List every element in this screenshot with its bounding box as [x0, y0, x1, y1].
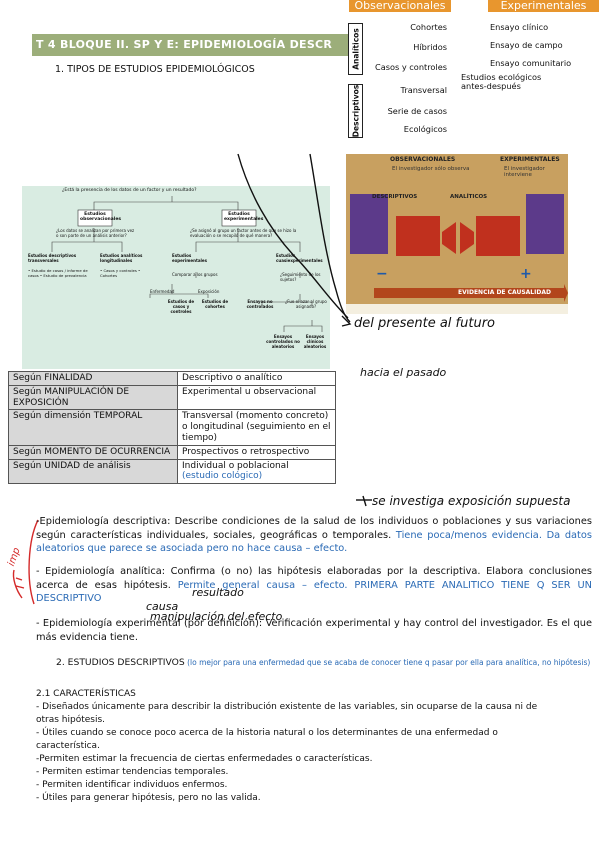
handwritten-manipulacion: manipulación del efecto — [150, 610, 283, 623]
flow-b2: Estudios analíticos longitudinales — [100, 253, 143, 263]
table-key: Según MANIPULACIÓN DE EXPOSICIÓN — [8, 384, 178, 411]
para-descriptiva: -Epidemiología descriptiva: Describe con… — [36, 515, 592, 556]
para-experimental: - Epidemiología experimental (por defini… — [36, 618, 592, 643]
caracteristicas-heading: 2.1 CARACTERÍSTICAS — [36, 689, 136, 699]
flow-q-left: ¿Los datos se analizan por primera vez o… — [56, 228, 135, 238]
photo-desc: DESCRIPTIVOS — [372, 194, 418, 200]
heading-tipos: 1. TIPOS DE ESTUDIOS EPIDEMIOLÓGICOS — [55, 64, 255, 75]
para-analitica: - Epidemiología analítica: Confirma (o n… — [36, 565, 592, 606]
photo-exp-sub: El investigador interviene — [504, 166, 545, 178]
slide-photo: OBSERVACIONALES EXPERIMENTALES El invest… — [346, 154, 568, 314]
bullet-item: - Permiten identificar individuos enferm… — [36, 780, 228, 791]
flow-g2: Ensayos clínicos aleatorios — [303, 334, 327, 349]
photo-obs: OBSERVACIONALES — [390, 156, 456, 163]
handwritten-causa: causa — [146, 600, 179, 613]
bullet-item: - Útiles para generar hipótesis, pero no… — [36, 793, 261, 804]
flow-f1: Estudios de casos y controles — [167, 299, 195, 314]
heading-descriptivos: 2. ESTUDIOS DESCRIPTIVOS (lo mejor para … — [56, 657, 592, 669]
flow-e2: Exposición — [198, 289, 220, 294]
para-analitica-text: - Epidemiología analítica: Confirma (o n… — [36, 566, 592, 591]
table-value: Transversal (momento concreto) o longitu… — [177, 409, 336, 446]
section-caracteristicas: 2.1 CARACTERÍSTICAS - Diseñados únicamen… — [36, 688, 556, 805]
table-value-text: Individual o poblacional — [182, 460, 289, 471]
flow-f2: Estudios de cohortes — [201, 299, 229, 309]
heading-descriptivos-text: 2. ESTUDIOS DESCRIPTIVOS — [56, 657, 185, 668]
flow-q-right: ¿Se asignó al grupo un factor antes de q… — [190, 228, 297, 238]
exp-item: Ensayo de campo — [490, 40, 563, 50]
experimentales-header: Experimentales — [488, 0, 599, 12]
bullet-item: - Diseñados únicamente para describir la… — [36, 702, 538, 726]
flow-l1: • Estudio de casos / informe de casos • … — [28, 268, 88, 278]
obs-item: Transversal — [400, 85, 447, 95]
flow-m2: ¿Seguimiento de los sujetos? — [280, 272, 321, 282]
exp-item: Ensayo comunitario — [490, 58, 572, 68]
descriptivos-label-box: Descriptivos — [348, 84, 363, 138]
table-value: Experimental u observacional — [177, 384, 336, 411]
obs-item: Cohortes — [410, 22, 447, 32]
flow-l2: • Casos y controles • Cohortes — [100, 268, 141, 278]
exp-item: Estudios ecológicos — [461, 72, 542, 82]
table-key: Según FINALIDAD — [8, 371, 178, 386]
handwritten-note-future: del presente al futuro — [354, 316, 495, 331]
table-value: Individual o poblacional(estudio cológic… — [177, 458, 336, 485]
handwritten-note-exposure: se investiga exposición supuesta — [372, 494, 571, 508]
photo-plus: + — [520, 266, 532, 282]
flow-m1: Comparar a los grupos — [172, 272, 218, 277]
bullet-item: - Útiles cuando se conoce poco acerca de… — [36, 728, 498, 752]
bullet-item: - Permiten estimar tendencias temporales… — [36, 767, 229, 778]
flowchart-lines — [51, 196, 323, 332]
photo-anal: ANALÍTICOS — [450, 194, 488, 200]
flow-f3: Ensayos no controlados — [246, 299, 274, 309]
table-row: Según UNIDAD de análisis Individual o po… — [8, 458, 336, 485]
table-key: Según MOMENTO DE OCURRENCIA — [8, 444, 178, 460]
flow-f4: ¿Fue el azar al grupo asignado? — [285, 299, 327, 309]
exp-item: Ensayo clínico — [490, 22, 549, 32]
obs-item: Casos y controles — [374, 62, 447, 72]
para-analitica-note: Permite general causa – efecto. PRIMERA … — [36, 579, 592, 605]
obs-item: Serie de casos — [387, 106, 447, 116]
table-key: Según dimensión TEMPORAL — [8, 409, 178, 446]
flow-left-box: Estudios observacionales — [80, 212, 122, 222]
photo-obs-sub: El investigador sólo observa — [392, 166, 470, 172]
photo-exp: EXPERIMENTALES — [500, 156, 560, 163]
flow-g1: Ensayos controlados no aleatorios — [266, 334, 300, 349]
obs-item: Híbridos — [413, 42, 447, 52]
photo-evidence: EVIDENCIA DE CAUSALIDAD — [458, 289, 551, 296]
para-descriptiva-text: -Epidemiología descriptiva: Describe con… — [36, 516, 592, 541]
handwritten-resultado: resultado — [192, 586, 244, 599]
table-row: Según dimensión TEMPORAL Transversal (mo… — [8, 409, 336, 446]
table-row: Según MANIPULACIÓN DE EXPOSICIÓN Experim… — [8, 384, 336, 411]
flow-top: ¿Está la presencia de los datos de un fa… — [62, 188, 197, 193]
obs-item: Ecológicos — [403, 124, 447, 134]
flow-b3: Estudios experimentales — [172, 253, 208, 263]
flow-e1: Enfermedad — [150, 289, 175, 294]
flow-b1: Estudios descriptivos transversales — [28, 253, 77, 263]
handwritten-note-past: hacia el pasado — [360, 366, 447, 379]
section-title: T 4 BLOQUE II. SP Y E: EPIDEMIOLOGÍA DES… — [32, 34, 352, 56]
table-row: Según FINALIDAD Descriptivo o analítico — [8, 371, 336, 386]
table-value: Descriptivo o analítico — [177, 371, 336, 386]
photo-minus: − — [376, 266, 388, 282]
flow-right-box: Estudios experimentales — [224, 212, 264, 222]
table-value: Prospectivos o retrospectivo — [177, 444, 336, 460]
observacionales-header: Observacionales — [349, 0, 451, 12]
bullet-item: -Permiten estimar la frecuencia de ciert… — [36, 754, 373, 765]
slide-graphic — [346, 154, 568, 314]
study-types-table: Según FINALIDAD Descriptivo o analítico … — [8, 371, 336, 485]
heading-descriptivos-note: (lo mejor para una enfermedad que se aca… — [184, 658, 591, 667]
analiticos-label-box: Analíticos — [348, 23, 363, 75]
para-descriptiva-note: Tiene poca/menos evidencia. Da datos ale… — [36, 529, 593, 555]
table-key: Según UNIDAD de análisis — [8, 458, 178, 485]
exp-item: antes-después — [461, 81, 521, 91]
table-value-note: (estudio cológico) — [182, 471, 263, 482]
table-row: Según MOMENTO DE OCURRENCIA Prospectivos… — [8, 444, 336, 460]
